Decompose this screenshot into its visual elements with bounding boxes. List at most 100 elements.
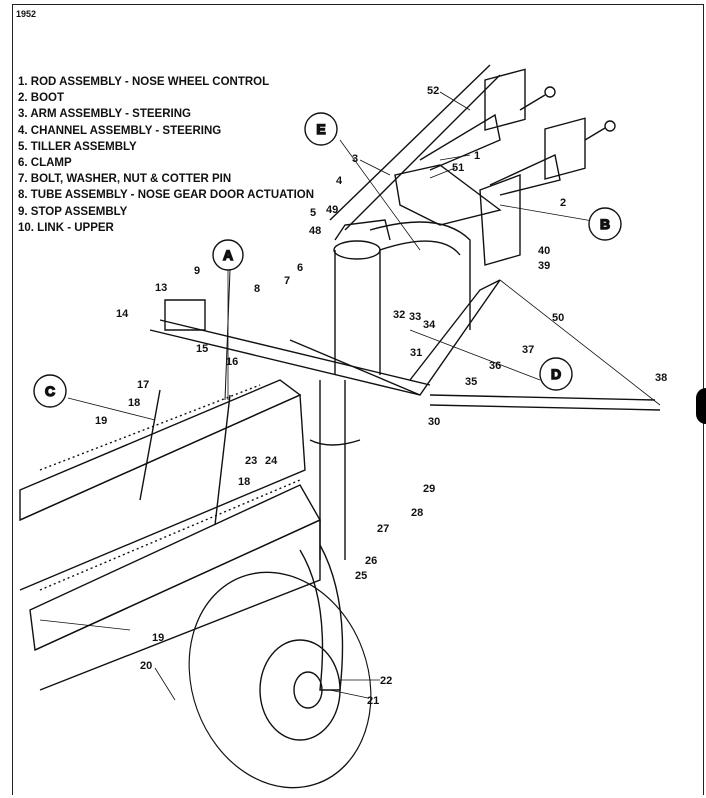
legend-item: 1. ROD ASSEMBLY - NOSE WHEEL CONTROL [18,76,270,88]
callout-label: 24 [265,455,278,467]
drawing-line [188,571,372,789]
callout-label: 52 [427,85,439,97]
callout-label: 26 [365,555,377,567]
callout-label: 29 [423,483,435,495]
link-rods [139,389,231,526]
callout-label: 28 [411,507,423,519]
callout-label: 16 [226,356,238,368]
callout-label: 33 [409,311,421,323]
callout-label: 32 [393,309,405,321]
detail-callout-B: B [588,207,622,241]
drawing-line [484,68,526,131]
drawing-line [319,380,346,560]
callout-label: 18 [128,397,140,409]
drawing-line [588,207,622,241]
callout-label: 2 [560,197,566,209]
drawing-line [419,113,501,171]
drawing-line [489,153,561,196]
drawing-line [304,112,338,146]
parts-legend: 1. ROD ASSEMBLY - NOSE WHEEL CONTROL 2. … [18,74,314,236]
callout-label: 3 [352,153,358,165]
steering-arm [394,164,502,226]
cross-tube [149,319,431,396]
drawing-line [39,479,301,591]
legend-item: 8. TUBE ASSEMBLY - NOSE GEAR DOOR ACTUAT… [18,189,315,202]
callout-label: 19 [152,632,164,644]
drawing-line [544,117,586,180]
callout-label: 13 [155,282,167,294]
drawing-line [334,250,381,375]
legend-item: 5. TILLER ASSEMBLY [18,140,137,153]
bracket-plate [479,173,521,266]
callout-label: B [600,216,610,232]
callout-label: 20 [140,660,152,672]
detail-callout-E: E [304,112,338,146]
drawing-line [409,329,541,381]
drawing-line [439,91,471,111]
drawing-line [333,240,381,260]
callout-label: 9 [194,265,200,277]
drawing-line [293,671,323,709]
upper-tube [329,64,501,231]
callout-label: C [45,383,55,399]
part-callouts: 52 1 3 51 4 5 49 48 2 40 39 6 7 8 9 13 1… [95,85,667,707]
callout-label: 39 [538,260,550,272]
callout-label: 31 [410,347,422,359]
drag-link [429,394,661,411]
callout-label: E [316,121,325,137]
callout-label: 22 [380,675,392,687]
drawing-line [499,279,661,406]
drawing-line [329,689,369,699]
callout-label: 4 [336,175,343,187]
legend-item: 4. CHANNEL ASSEMBLY - STEERING [18,124,222,137]
callout-label: 49 [326,204,338,216]
callout-label: A [223,247,233,263]
callout-label: 7 [284,275,290,287]
callout-label: 6 [297,262,303,274]
drawing-line [339,139,421,251]
drawing-line [309,439,361,446]
figure-number: 1952 [16,9,37,19]
legend-item: 2. BOOT [18,92,65,105]
callout-label: 19 [95,415,107,427]
callout-label: 40 [538,245,550,257]
drawing-line [224,269,231,401]
boot-upper [419,68,556,171]
callout-label: 25 [355,570,367,582]
wheel [188,571,372,789]
stop-assembly [164,299,206,331]
callout-label: 5 [310,207,316,219]
legend-item: 9. STOP ASSEMBLY [18,205,128,218]
callout-label: 23 [245,455,257,467]
legend-item: 3. ARM ASSEMBLY - STEERING [18,108,191,121]
drawing-line [359,159,391,176]
callout-label: 14 [116,308,129,320]
legend-item: 10. LINK - UPPER [18,221,114,234]
drawing-line [439,154,471,161]
drawing-line [259,639,341,741]
boot-lower [489,117,616,196]
legend-item: 7. BOLT, WASHER, NUT & COTTER PIN [18,173,232,186]
page-tab-marker [696,388,706,424]
legend-item: 6. CLAMP [18,157,72,170]
callout-label: 35 [465,376,477,388]
callout-label: 50 [552,312,564,324]
drawing-line [154,667,176,701]
leader-lines [39,91,611,701]
callout-label: 27 [377,523,389,535]
drawing-line [19,393,306,591]
drawing-line [429,167,456,179]
callout-label: 34 [423,319,436,331]
callout-label: 1 [474,150,480,162]
drawing-line [584,127,606,141]
callout-label: 30 [428,416,440,428]
callout-label: 15 [196,343,208,355]
callout-label: 38 [655,372,667,384]
drawing-line [519,94,546,111]
detail-callout-D: D [539,357,573,391]
strut [309,219,391,560]
drawing-line [67,397,156,421]
callout-label: 51 [452,162,464,174]
